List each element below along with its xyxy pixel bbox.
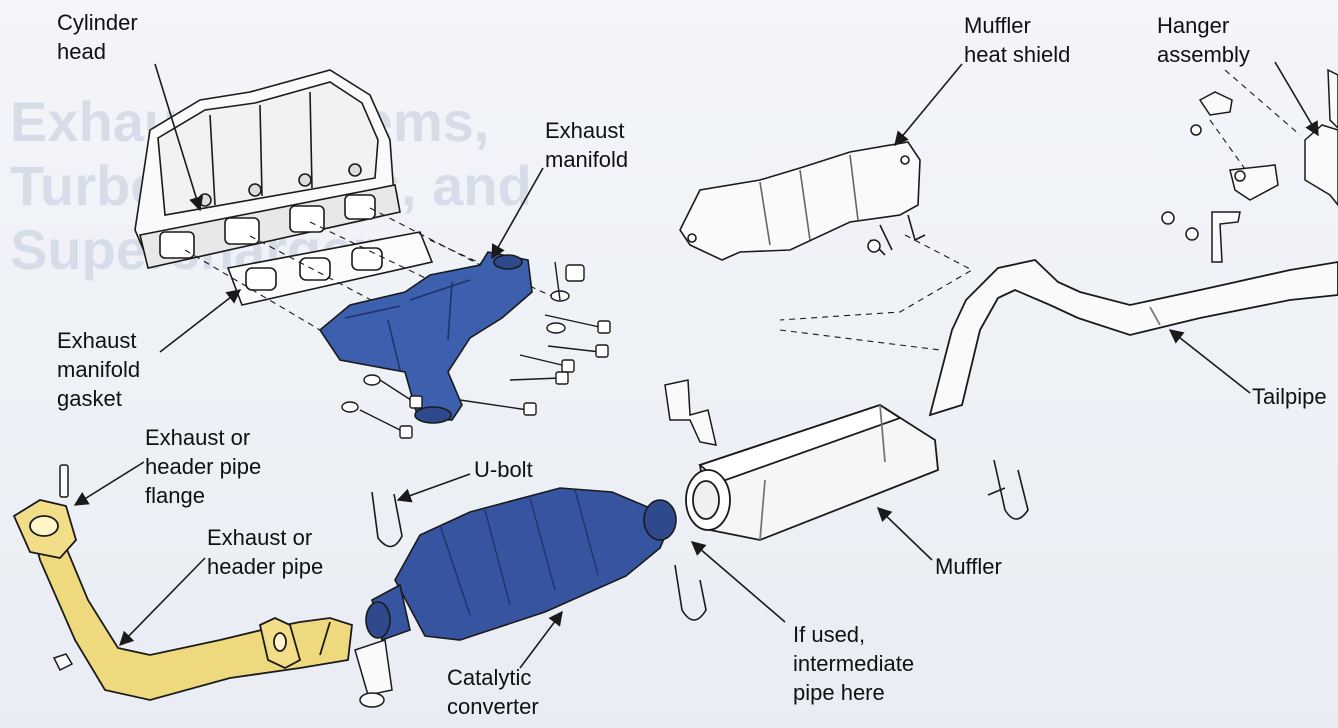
label-cylinder-head: Cylinder head — [57, 10, 138, 64]
tailpipe — [928, 259, 1338, 417]
label-muffler-heat-shield: Muffler heat shield — [964, 13, 1071, 67]
label-muffler: Muffler — [935, 554, 1002, 579]
leader-tailpipe — [1168, 329, 1251, 394]
cylinder-head — [134, 69, 401, 269]
label-intermediate-pipe: If used, intermediate pipe here — [793, 622, 915, 705]
leader-manifold-gasket — [159, 289, 242, 353]
muffler — [685, 404, 939, 541]
studs-and-nuts — [52, 239, 881, 672]
clamp-brackets — [354, 379, 717, 708]
converter-u-bolts — [371, 491, 707, 621]
label-hanger-assembly: Hanger assembly — [1157, 13, 1250, 67]
label-exhaust-header-pipe-flange: Exhaust or header pipe flange — [145, 425, 262, 508]
label-tailpipe: Tailpipe — [1252, 384, 1327, 409]
leader-intermediate-pipe — [690, 541, 786, 623]
muffler-heat-shield — [679, 141, 926, 261]
leader-pipe-flange — [73, 461, 145, 506]
exhaust-header-pipe — [12, 499, 353, 701]
leader-heat-shield — [894, 63, 963, 147]
leader-catalytic-converter — [519, 610, 563, 669]
muffler-u-bolt — [987, 459, 1029, 520]
leader-lines — [73, 61, 1319, 669]
exhaust-manifold — [318, 251, 533, 424]
catalytic-converter — [365, 487, 677, 642]
label-exhaust-header-pipe: Exhaust or header pipe — [207, 525, 324, 579]
label-exhaust-manifold: Exhaust manifold — [545, 118, 629, 172]
leader-exhaust-manifold — [491, 167, 544, 260]
hanger-assembly-parts — [1161, 68, 1338, 263]
label-catalytic-converter: Catalytic converter — [447, 665, 539, 719]
alignment-dashes — [184, 69, 1301, 351]
label-exhaust-manifold-gasket: Exhaust manifold gasket — [57, 328, 141, 411]
leader-muffler — [876, 507, 933, 561]
label-u-bolt: U-bolt — [474, 457, 533, 482]
leader-hanger-assembly — [1274, 61, 1319, 137]
leader-u-bolt — [396, 473, 471, 503]
leader-header-pipe — [118, 557, 206, 647]
leader-cylinder-head — [154, 63, 204, 212]
manifold-bolts — [341, 261, 611, 439]
manifold-body — [318, 251, 533, 421]
exhaust-manifold-gasket — [226, 231, 434, 306]
